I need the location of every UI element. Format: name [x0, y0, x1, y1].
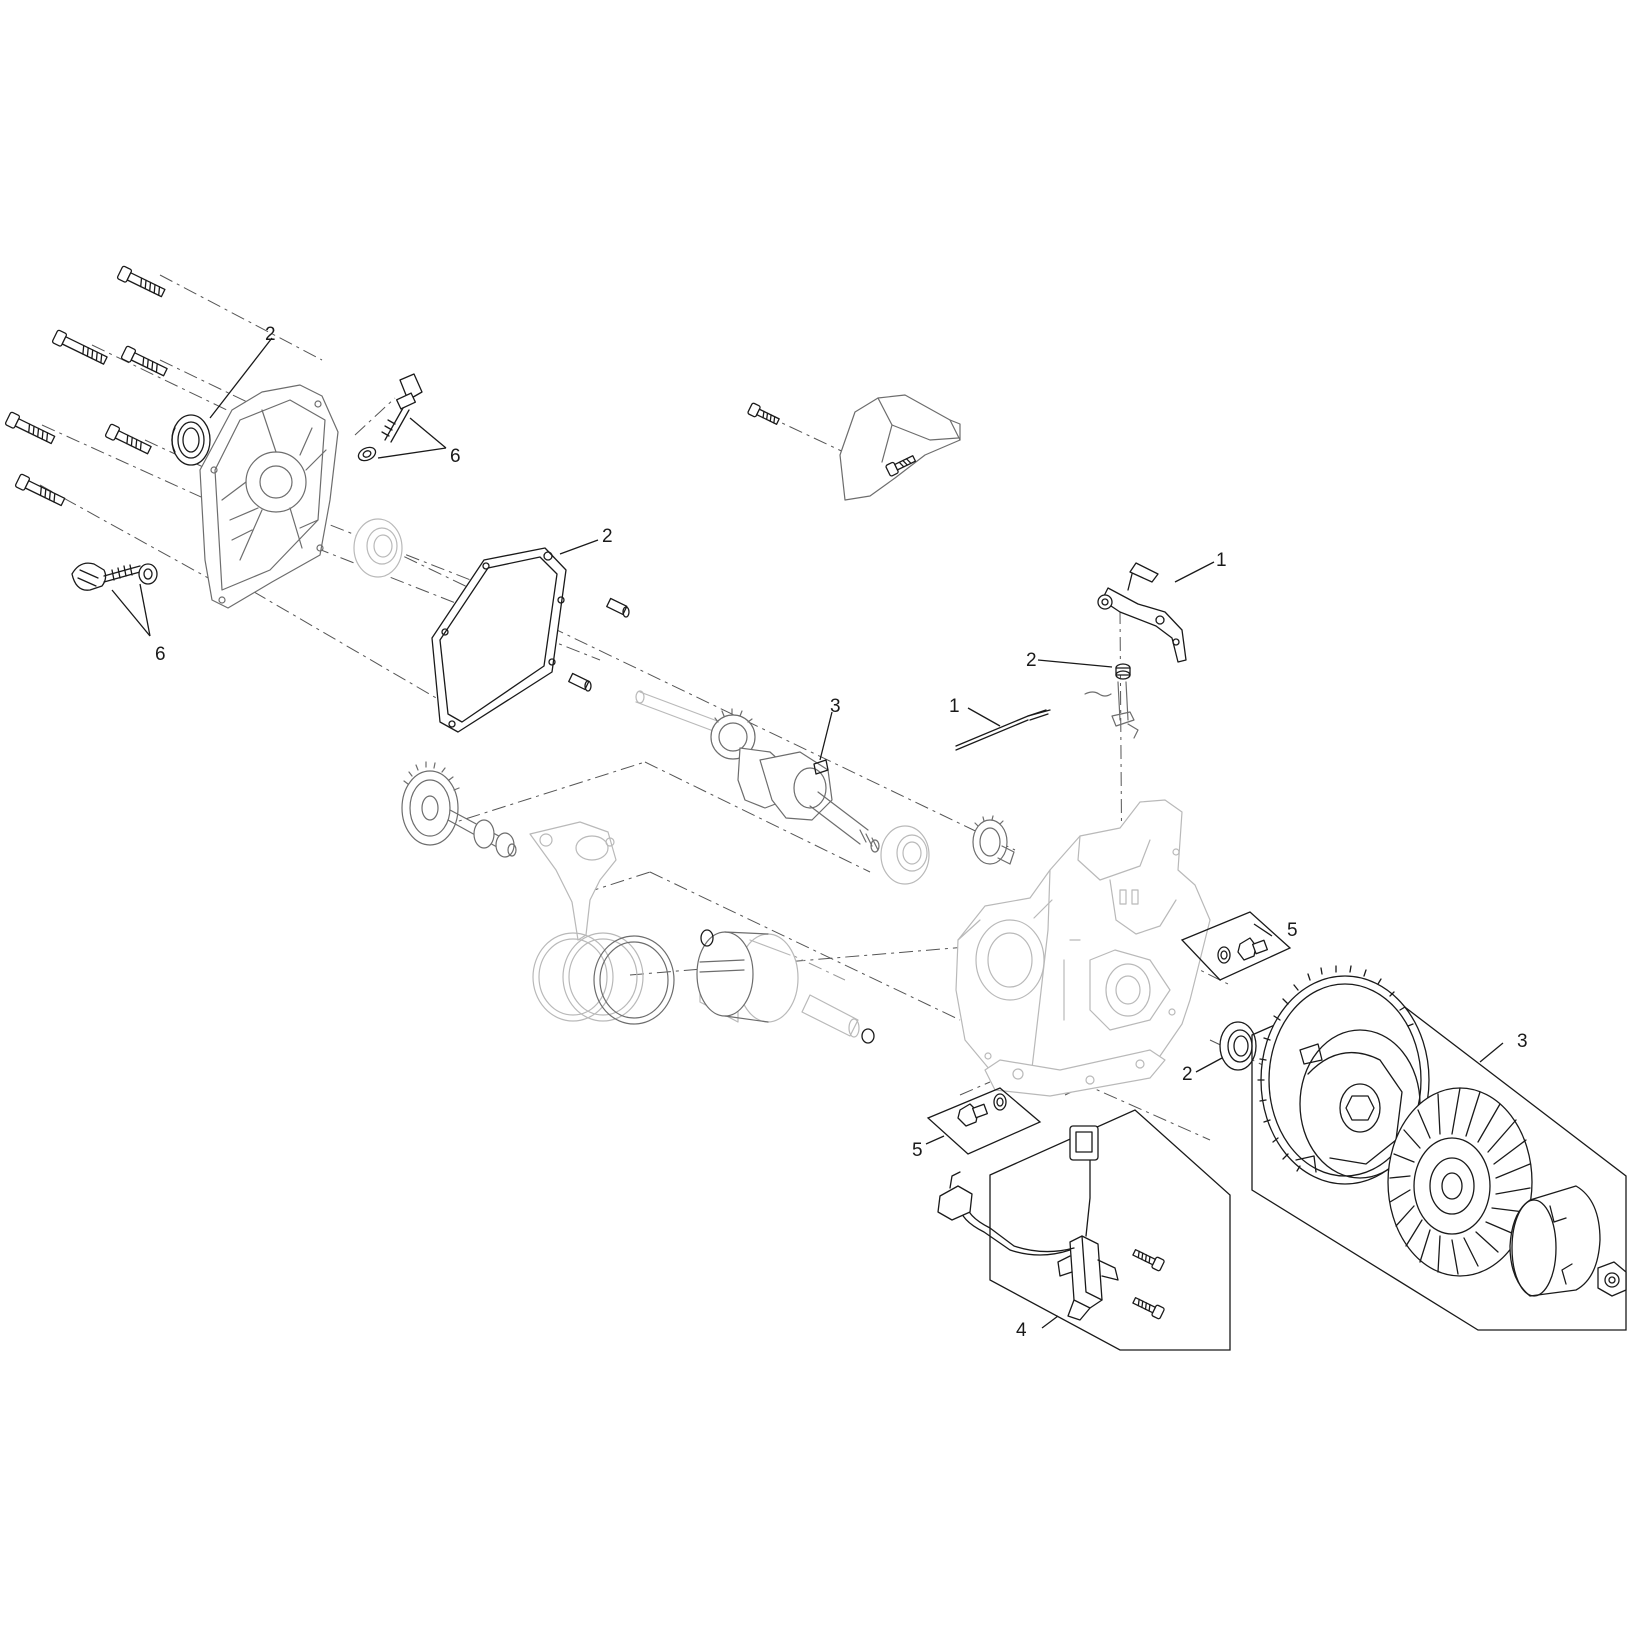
crankcase-cover-bolts	[4, 265, 168, 507]
starter-cup	[1509, 1185, 1601, 1297]
camshaft-gear	[401, 761, 460, 846]
bolt	[14, 473, 66, 507]
governor-shaft	[1084, 681, 1139, 739]
callout-label: 2	[602, 526, 613, 547]
oil-dipstick-left	[71, 562, 141, 591]
crankshaft	[635, 690, 880, 853]
bolt	[4, 411, 56, 445]
piston-clip	[700, 929, 714, 947]
callout-label: 2	[1026, 650, 1037, 671]
oil-filler-washer	[357, 446, 377, 462]
shield-bolt	[747, 402, 780, 425]
bolt	[104, 423, 152, 455]
callout-label: 5	[1287, 920, 1298, 941]
oil-dipstick-top	[381, 373, 423, 443]
crankcase-cover	[199, 384, 339, 609]
oil-seal-cover	[171, 414, 211, 466]
callout-label: 3	[830, 696, 841, 717]
piston-clip	[861, 1028, 875, 1044]
callout-label: 6	[450, 446, 461, 467]
callout-label: 5	[912, 1140, 923, 1161]
dowel-pin	[568, 672, 592, 692]
cooling-fan	[1387, 1087, 1533, 1277]
shield-bolt	[885, 455, 917, 477]
governor-rod	[955, 709, 1051, 751]
flywheel-nut	[1597, 1261, 1627, 1297]
bolt	[51, 329, 108, 365]
connecting-rod	[529, 821, 617, 941]
callout-label: 2	[1182, 1064, 1193, 1085]
dipstick-washer	[138, 563, 158, 585]
callout-label: 1	[1216, 550, 1227, 571]
crankcase-gasket	[431, 547, 567, 733]
dowel-pin	[606, 597, 630, 618]
piston-pin	[801, 994, 860, 1038]
callout-label: 2	[265, 324, 276, 345]
governor-gear	[972, 815, 1015, 865]
crankshaft-key	[813, 759, 829, 775]
heat-shield	[839, 394, 961, 501]
governor-arm	[1097, 562, 1187, 663]
callout-label: 1	[949, 696, 960, 717]
bolt	[120, 345, 168, 377]
callout-label: 3	[1517, 1031, 1528, 1052]
ignition-coil-kit	[989, 1109, 1231, 1351]
engine-block	[955, 799, 1211, 1097]
bolt	[116, 265, 166, 298]
callout-label: 6	[155, 644, 166, 665]
coil-bolt	[1132, 1297, 1165, 1320]
leader-lines	[111, 337, 1504, 1329]
piston	[696, 931, 799, 1023]
ball-bearing-cover	[353, 518, 403, 578]
ignition-coil	[937, 1125, 1119, 1321]
oil-seal-crankcase	[1219, 1021, 1257, 1071]
governor-washer	[1115, 663, 1131, 680]
callout-label: 4	[1016, 1320, 1027, 1341]
camshaft	[447, 809, 517, 858]
callout-labels: 2 6 2 6 1 2 1 3 5 3 2 5 4	[155, 324, 1528, 1341]
drain-bolt-kit-lower	[926, 1087, 1042, 1155]
flywheel	[1257, 965, 1430, 1185]
piston-rings	[532, 932, 675, 1025]
drain-bolt-kit-upper	[1180, 911, 1292, 981]
coil-bolt	[1132, 1249, 1165, 1272]
ball-bearing-crankcase	[880, 825, 930, 885]
